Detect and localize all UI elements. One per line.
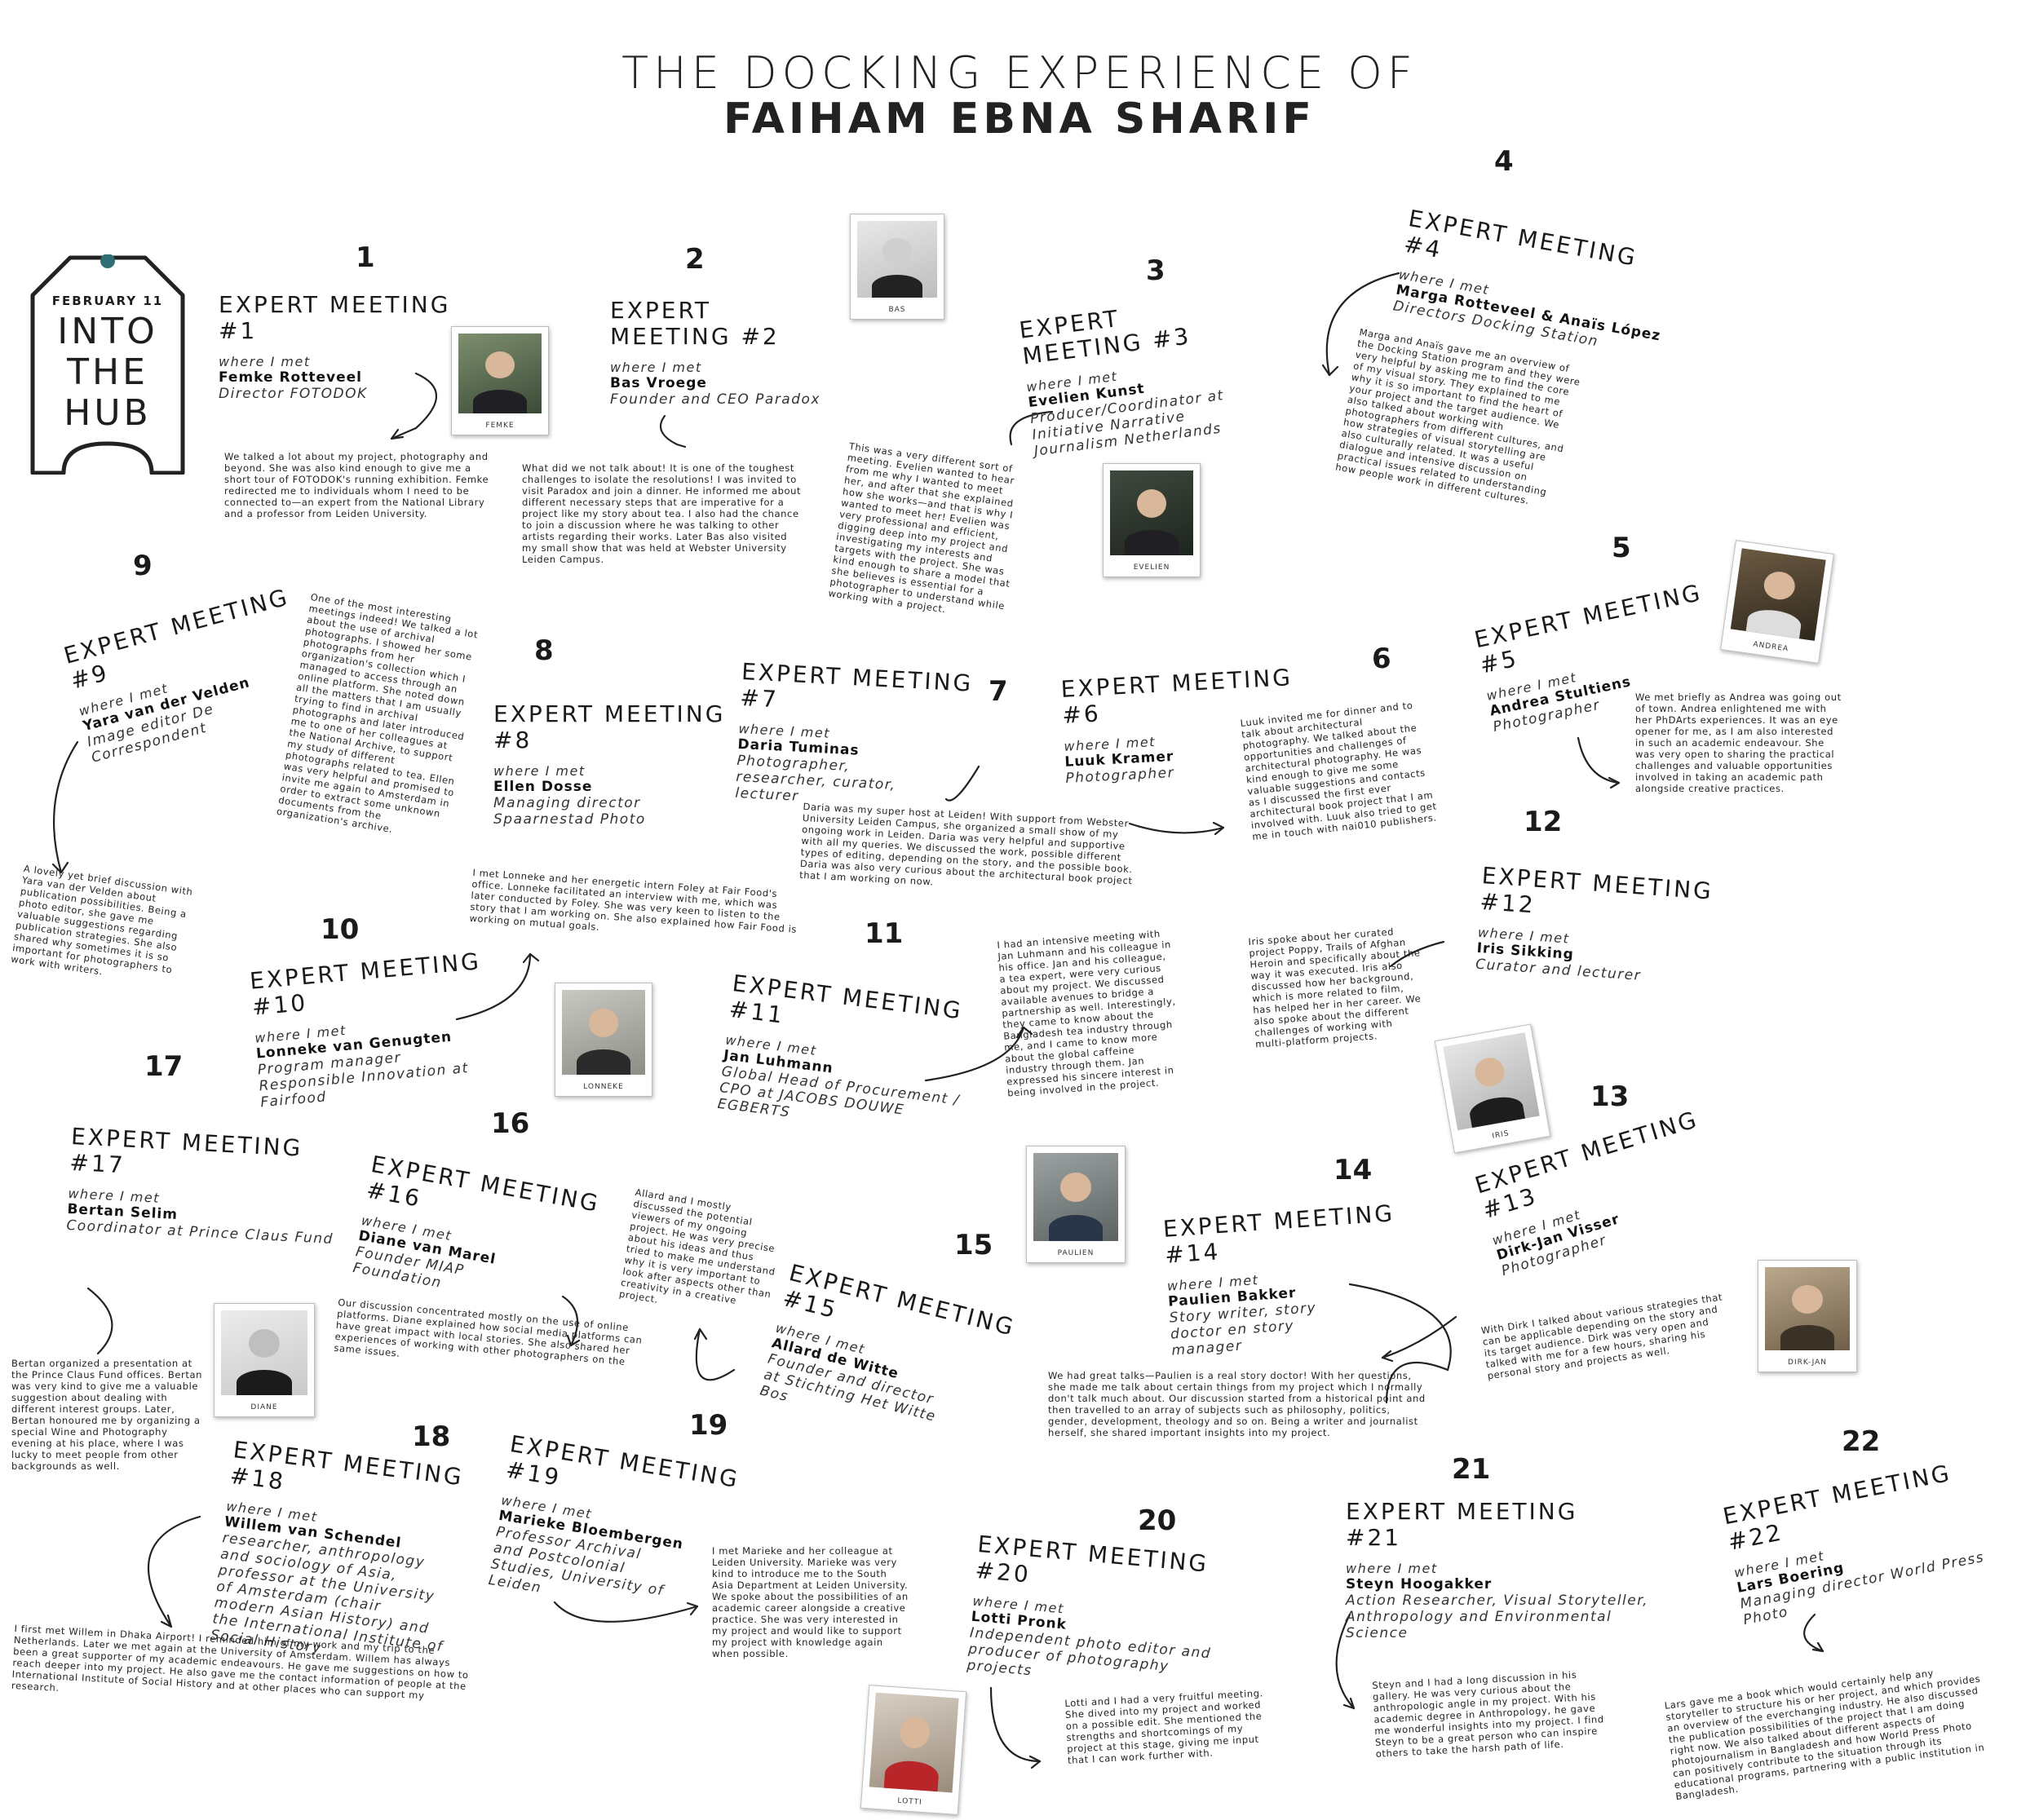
meeting-number: 10 bbox=[321, 913, 360, 946]
photo-polaroid: LONNEKE bbox=[555, 983, 652, 1097]
meeting-subtitle: #21 bbox=[1346, 1524, 1402, 1551]
meeting-number: 9 bbox=[133, 550, 153, 582]
tag-line-2: THE bbox=[67, 351, 148, 393]
photo-polaroid: EVELIEN bbox=[1103, 463, 1201, 577]
meeting-card-7: EXPERT MEETING #7 where I met Daria Tumi… bbox=[735, 658, 974, 814]
meeting-number: 4 bbox=[1494, 145, 1514, 178]
meeting-number: 6 bbox=[1372, 643, 1391, 675]
luggage-tag-icon bbox=[30, 254, 185, 475]
photo-caption: FEMKE bbox=[485, 422, 515, 430]
meeting-title: EXPERT MEETING bbox=[219, 291, 451, 318]
meeting-card-11: EXPERT MEETING #11 where I met Jan Luhma… bbox=[717, 970, 977, 1142]
meeting-description: What did we not talk about! It is one of… bbox=[522, 462, 802, 565]
meeting-number: 3 bbox=[1146, 254, 1165, 287]
photo-caption: BAS bbox=[888, 306, 906, 314]
page-title-line2: FAIHAM EBNA SHARIF bbox=[723, 95, 1316, 144]
meeting-card-10: EXPERT MEETING #10 where I met Lonneke v… bbox=[249, 948, 497, 1111]
meeting-number: 22 bbox=[1842, 1425, 1881, 1458]
meeting-description: Iris spoke about her curated project Pop… bbox=[1248, 925, 1422, 1050]
tag-line-3: HUB bbox=[64, 392, 152, 434]
where-label: where I met bbox=[493, 763, 586, 779]
meeting-description: We had great talks—Paulien is a real sto… bbox=[1048, 1370, 1426, 1438]
photo-polaroid: PAULIEN bbox=[1026, 1146, 1126, 1263]
meeting-description: I had an intensive meeting with Jan Luhm… bbox=[997, 927, 1177, 1099]
where-label: where I met bbox=[219, 354, 311, 369]
meeting-description: This was a very different sort of meetin… bbox=[827, 440, 1015, 616]
meeting-description: Bertan organized a presentation at the P… bbox=[11, 1358, 203, 1472]
expert-role: Director FOTODOK bbox=[219, 386, 368, 402]
meeting-card-2: EXPERT MEETING #2 where I met Bas Vroege… bbox=[610, 297, 855, 409]
expert-role: Action Researcher, Visual Storyteller, A… bbox=[1346, 1592, 1649, 1641]
expert-role: Managing director Spaarnestad Photo bbox=[493, 795, 646, 828]
meeting-number: 11 bbox=[865, 917, 904, 950]
photo-polaroid: LOTTI bbox=[860, 1684, 967, 1816]
page-title-line1: THE DOCKING EXPERIENCE OF bbox=[621, 47, 1418, 99]
meeting-number: 17 bbox=[144, 1050, 184, 1083]
meeting-number: 1 bbox=[356, 241, 375, 274]
meeting-description: Luuk invited me for dinner and to talk a… bbox=[1240, 699, 1438, 843]
meeting-card-8: EXPERT MEETING #8 where I met Ellen Doss… bbox=[493, 701, 725, 828]
meeting-subtitle: MEETING #2 bbox=[610, 323, 780, 350]
meeting-description: Lotti and I had a very fruitful meeting.… bbox=[1064, 1687, 1264, 1766]
where-label: where I met bbox=[1346, 1561, 1438, 1576]
photo-caption: LOTTI bbox=[897, 1796, 922, 1807]
meeting-number: 12 bbox=[1524, 806, 1563, 838]
meeting-number: 16 bbox=[491, 1107, 530, 1140]
photo-polaroid: DIANE bbox=[214, 1303, 315, 1417]
tag-line-1: INTO bbox=[57, 311, 158, 352]
meeting-number: 8 bbox=[534, 634, 554, 667]
meeting-title: EXPERT bbox=[610, 297, 711, 324]
meeting-subtitle: #8 bbox=[493, 727, 533, 753]
meeting-card-17: EXPERT MEETING #17 where I met Bertan Se… bbox=[66, 1123, 341, 1248]
expert-name: Bas Vroege bbox=[610, 375, 707, 391]
photo-polaroid: FEMKE bbox=[451, 326, 549, 435]
photo-polaroid: ANDREA bbox=[1720, 540, 1834, 664]
meeting-description: We talked a lot about my project, photog… bbox=[224, 451, 489, 519]
meeting-card-3: EXPERT MEETING #3 where I met Evelien Ku… bbox=[1018, 288, 1278, 460]
meeting-description: Steyn and I had a long discussion in his… bbox=[1372, 1668, 1605, 1760]
expert-name: Ellen Dosse bbox=[493, 779, 593, 795]
meeting-description: Allard and I mostly discussed the potent… bbox=[618, 1186, 776, 1306]
meeting-number: 2 bbox=[685, 243, 705, 276]
meeting-card-1: EXPERT MEETING #1 where I met Femke Rott… bbox=[219, 291, 451, 403]
photo-polaroid: IRIS bbox=[1434, 1023, 1551, 1154]
photo-caption: DIANE bbox=[250, 1403, 278, 1411]
meeting-number: 7 bbox=[989, 675, 1008, 708]
photo-polaroid: DIRK-JAN bbox=[1758, 1260, 1857, 1372]
meeting-number: 19 bbox=[689, 1409, 728, 1442]
meeting-description: I met Marieke and her colleague at Leide… bbox=[712, 1545, 909, 1659]
meeting-subtitle: #1 bbox=[219, 317, 258, 344]
expert-name: Femke Rotteveel bbox=[219, 369, 362, 386]
meeting-card-14: EXPERT MEETING #14 where I met Paulien B… bbox=[1162, 1199, 1404, 1358]
meeting-number: 5 bbox=[1612, 532, 1631, 564]
photo-caption: DIRK-JAN bbox=[1788, 1358, 1827, 1367]
meeting-title: EXPERT MEETING bbox=[1346, 1498, 1578, 1525]
tag-label: FEBRUARY 11 INTO THE HUB bbox=[29, 294, 186, 434]
photo-caption: EVELIEN bbox=[1133, 563, 1170, 572]
meeting-description: We met briefly as Andrea was going out o… bbox=[1635, 691, 1842, 794]
meeting-number: 21 bbox=[1452, 1453, 1491, 1486]
meeting-title: EXPERT MEETING bbox=[493, 700, 726, 727]
expert-role: Founder and CEO Paradox bbox=[610, 391, 820, 408]
photo-caption: LONNEKE bbox=[583, 1083, 624, 1091]
photo-polaroid: BAS bbox=[850, 214, 944, 320]
photo-caption: PAULIEN bbox=[1057, 1249, 1095, 1257]
meeting-number: 15 bbox=[954, 1229, 993, 1261]
meeting-number: 13 bbox=[1590, 1080, 1630, 1113]
meeting-number: 18 bbox=[412, 1420, 451, 1453]
meeting-card-12: EXPERT MEETING #12 where I met Iris Sikk… bbox=[1475, 862, 1714, 989]
meeting-card-21: EXPERT MEETING #21 where I met Steyn Hoo… bbox=[1346, 1498, 1672, 1642]
meeting-description: One of the most interesting meetings ind… bbox=[276, 591, 480, 836]
where-label: where I met bbox=[610, 360, 702, 375]
meeting-number: 20 bbox=[1138, 1504, 1177, 1537]
meeting-number: 14 bbox=[1334, 1154, 1373, 1186]
tag-date: FEBRUARY 11 bbox=[51, 294, 164, 308]
expert-name: Steyn Hoogakker bbox=[1346, 1576, 1493, 1592]
meeting-card-20: EXPERT MEETING #20 where I met Lotti Pro… bbox=[966, 1531, 1239, 1696]
